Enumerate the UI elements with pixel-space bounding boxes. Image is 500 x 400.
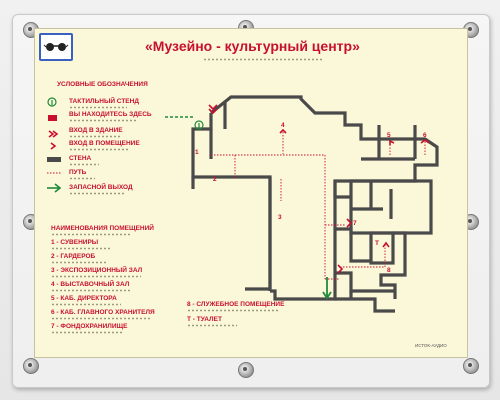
room-number-label: 5 [387, 132, 391, 139]
room-name: 2 - ГАРДЕРОБ [51, 253, 96, 260]
braille-label [51, 289, 131, 292]
room-name: Т - ТУАЛЕТ [187, 316, 222, 323]
braille-label [69, 106, 127, 109]
maker-logo-text: ИСТОК-АУДИО [415, 343, 447, 348]
page-title: «Музейно - культурный центр» [145, 38, 360, 54]
room-name: 8 - СЛУЖЕБНОЕ ПОМЕЩЕНИЕ [187, 301, 285, 308]
route-path [211, 129, 426, 280]
braille-label [69, 148, 129, 151]
entrance-arrows [208, 104, 430, 274]
legend-heading: УСЛОВНЫЕ ОБОЗНАЧЕНИЯ [57, 81, 148, 88]
braille-label [187, 324, 237, 327]
braille-title [203, 58, 323, 61]
braille-label [51, 247, 111, 250]
room-number-label: 1 [195, 149, 199, 156]
room-name: 1 - СУВЕНИРЫ [51, 239, 99, 246]
room-number-label: Т [375, 240, 379, 247]
emergency-exit-arrow-icon [322, 277, 332, 300]
rooms-heading: НАИМЕНОВАНИЯ ПОМЕЩЕНИЙ [51, 225, 154, 232]
floor-plan: 1 2 3 4 5 6 7 8 Т [165, 95, 439, 313]
room-number-label: 4 [281, 122, 285, 129]
info-circle-icon [194, 120, 204, 130]
braille-label [187, 309, 279, 312]
room-number-label: 7 [353, 220, 357, 227]
screw-icon [238, 362, 254, 378]
legend-item-label: СТЕНА [69, 155, 92, 162]
legend-icons [47, 97, 62, 193]
legend-item-label: ПУТЬ [69, 169, 87, 176]
room-name: 7 - ФОНДОХРАНИЛИЩЕ [51, 323, 128, 330]
braille-label [69, 163, 99, 166]
room-name: 3 - ЭКСПОЗИЦИОННЫЙ ЗАЛ [51, 267, 143, 274]
braille-label [51, 317, 151, 320]
single-arrow-icon [50, 142, 57, 150]
braille-label [51, 275, 141, 278]
braille-label [69, 119, 137, 122]
screw-icon [463, 358, 479, 374]
braille-label [51, 261, 107, 264]
legend-item-label: ЗАПАСНОЙ ВЫХОД [69, 184, 133, 191]
braille-label [51, 233, 131, 236]
wall-icon [47, 157, 61, 162]
braille-label [69, 192, 125, 195]
info-circle-icon [47, 97, 57, 107]
braille-label [51, 303, 121, 306]
legend-item-label: ВЫ НАХОДИТЕСЬ ЗДЕСЬ [69, 111, 152, 118]
legend-item-label: ВХОД В ПОМЕЩЕНИЕ [69, 140, 140, 147]
braille-label [69, 135, 121, 138]
room-name: 6 - КАБ. ГЛАВНОГО ХРАНИТЕЛЯ [51, 309, 155, 316]
legend-item-label: ВХОД В ЗДАНИЕ [69, 127, 123, 134]
room-number-label: 3 [278, 214, 282, 221]
you-are-here-icon [48, 115, 57, 121]
tactile-floor-plan-sign: «Музейно - культурный центр» УСЛОВНЫЕ ОБ… [34, 28, 468, 358]
legend-item-label: ТАКТИЛЬНЫЙ СТЕНД [69, 98, 139, 105]
plan-walls [191, 95, 439, 313]
room-number-label: 6 [423, 132, 427, 139]
room-name: 5 - КАБ. ДИРЕКТОРА [51, 295, 117, 302]
logo-badge [39, 33, 73, 61]
braille-label [51, 331, 123, 334]
screw-icon [23, 358, 39, 374]
braille-label [69, 177, 95, 180]
room-number-label: 8 [387, 267, 391, 274]
room-number-label: 2 [213, 176, 217, 183]
emergency-exit-arrow-icon [47, 183, 62, 193]
double-arrow-icon [48, 130, 59, 138]
glasses-icon [43, 43, 69, 51]
room-name: 4 - ВЫСТАВОЧНЫЙ ЗАЛ [51, 281, 130, 288]
